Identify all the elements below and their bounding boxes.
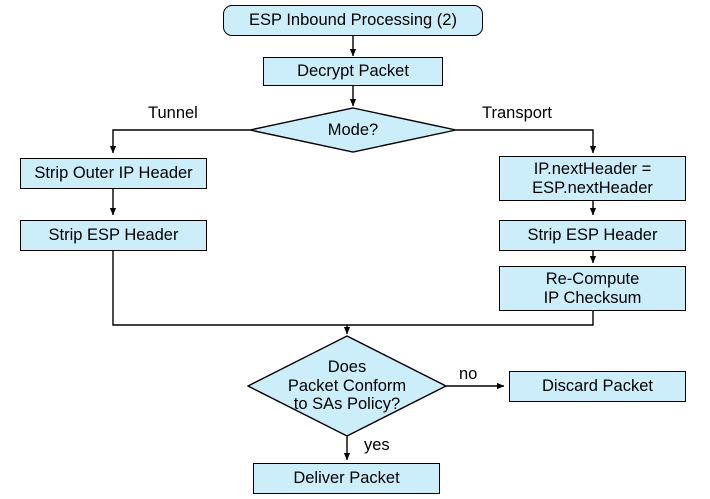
edge-label-transport: Transport [482, 104, 552, 122]
node-strip-outer-ip-header[interactable]: Strip Outer IP Header [20, 158, 207, 189]
node-strip-esp-header-transport[interactable]: Strip ESP Header [499, 220, 686, 251]
node-deliver-packet[interactable]: Deliver Packet [253, 463, 440, 494]
node-policy-decision-label: Does Packet Conform to SAs Policy? [287, 358, 407, 414]
node-decrypt-packet[interactable]: Decrypt Packet [263, 57, 443, 86]
node-policy-decision[interactable]: Does Packet Conform to SAs Policy? [247, 335, 447, 437]
node-ip-next-header[interactable]: IP.nextHeader = ESP.nextHeader [499, 156, 686, 201]
edge-mode-tunnel [109, 129, 250, 154]
node-mode-decision[interactable]: Mode? [249, 107, 457, 153]
node-recompute-ip-checksum[interactable]: Re-Compute IP Checksum [499, 266, 686, 311]
edge-mode-transport [456, 129, 597, 154]
node-strip-esp-header-tunnel[interactable]: Strip ESP Header [20, 220, 207, 251]
edge-transport-merge [347, 311, 594, 326]
edge-tunnel-merge [112, 251, 347, 326]
node-discard-packet[interactable]: Discard Packet [509, 371, 686, 402]
node-mode-decision-label: Mode? [327, 120, 379, 139]
edge-label-yes: yes [364, 436, 390, 454]
edge-label-no: no [459, 365, 478, 383]
edge-label-tunnel: Tunnel [148, 104, 198, 122]
node-start[interactable]: ESP Inbound Processing (2) [223, 5, 483, 36]
